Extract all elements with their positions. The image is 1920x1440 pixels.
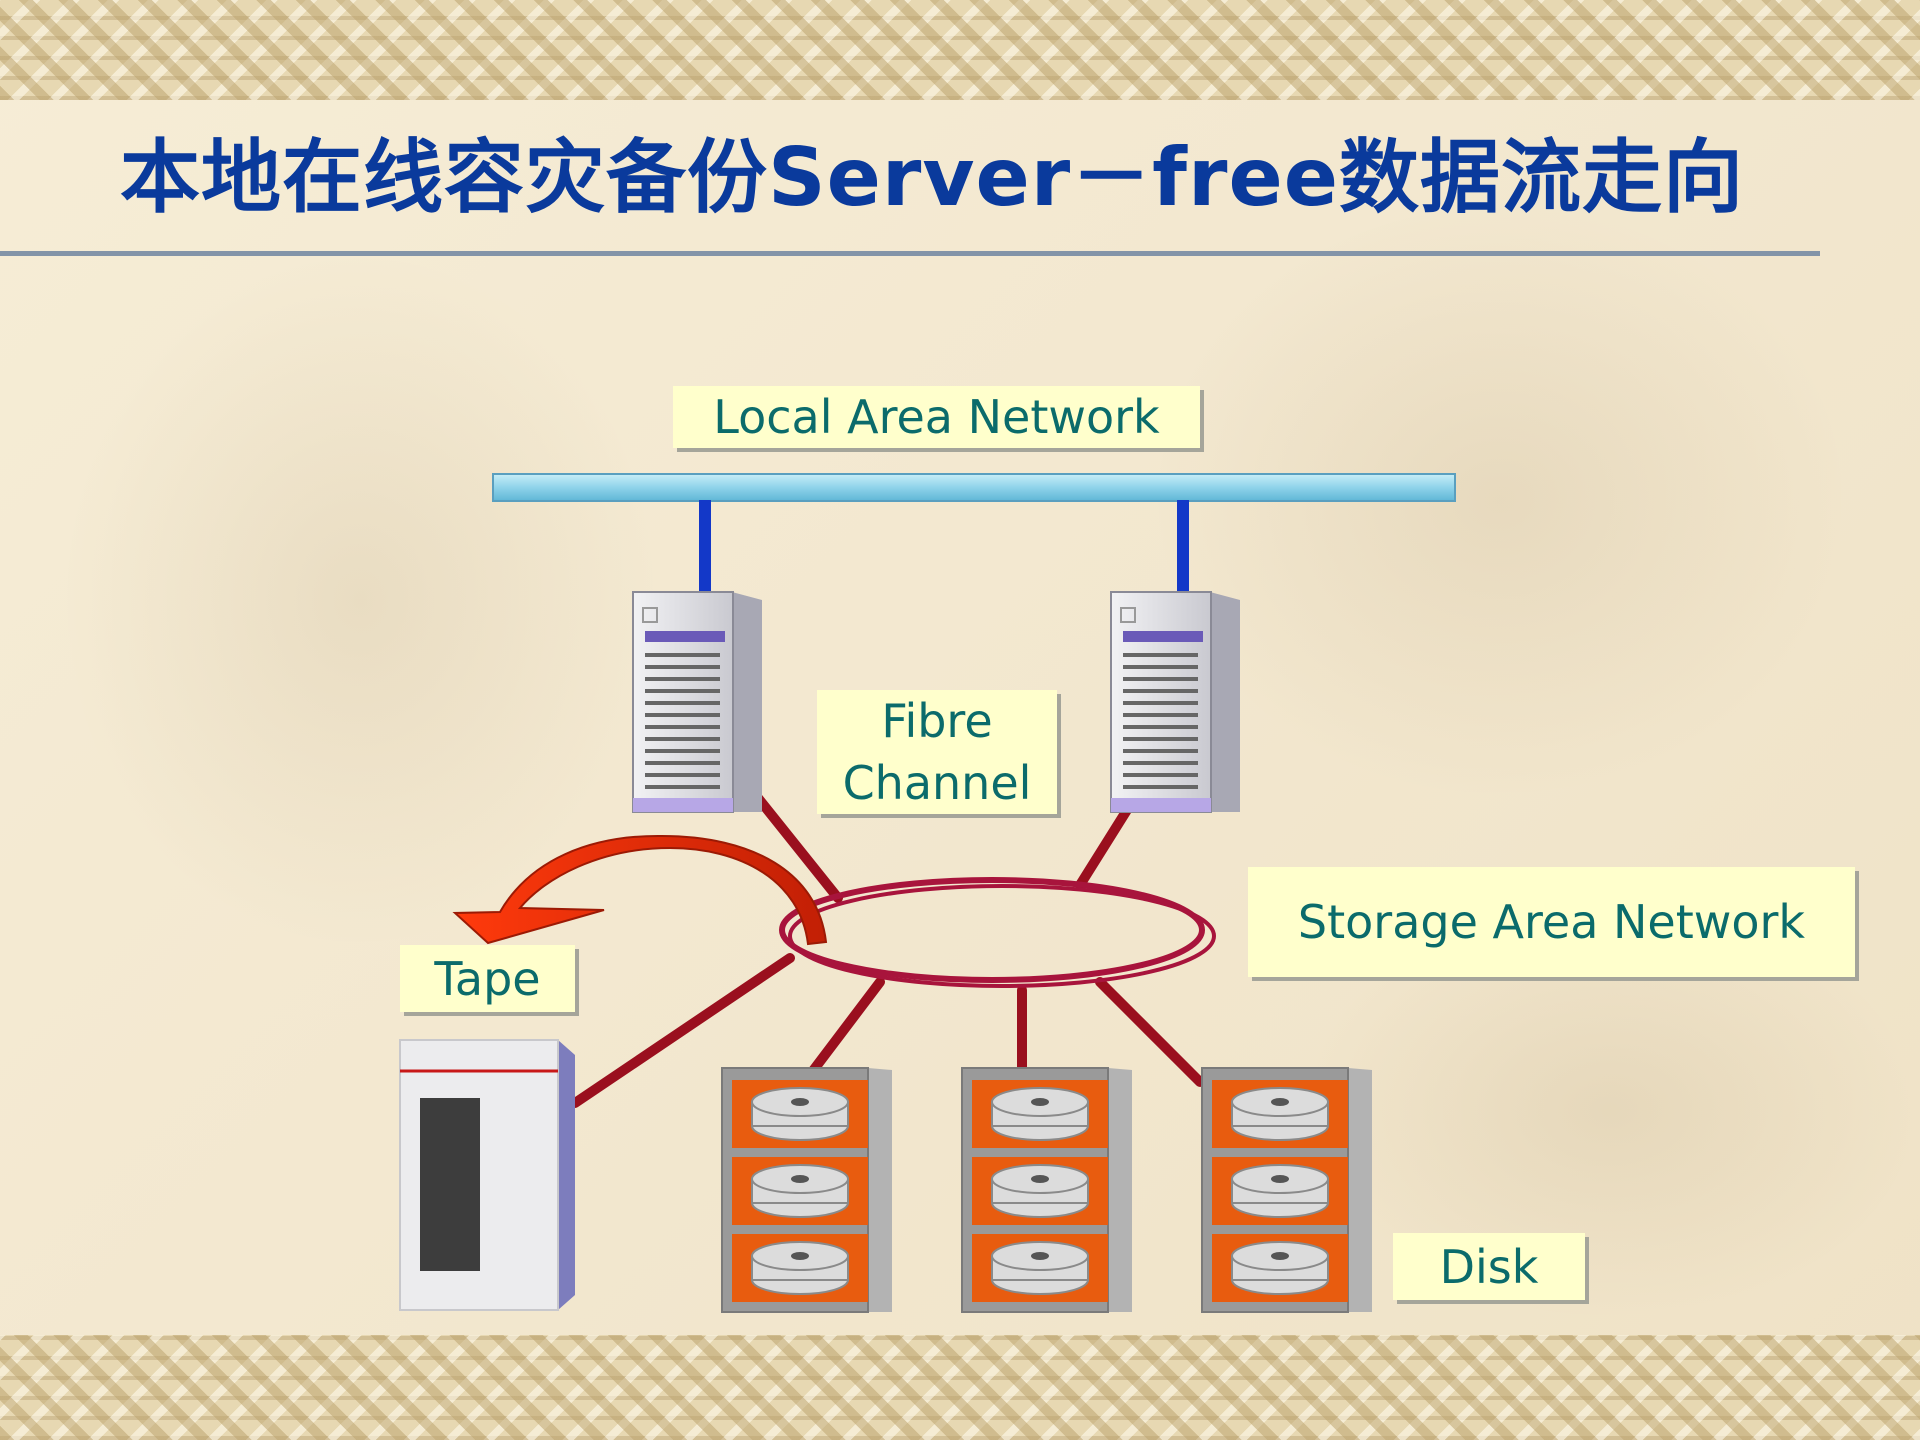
lan-bus <box>492 473 1456 502</box>
san-ring <box>779 877 1216 988</box>
background-calligraphy-watermark <box>60 250 660 950</box>
fibre-channel-label-line2: Channel <box>842 756 1032 810</box>
decorative-border-top <box>0 0 1920 100</box>
san-label: Storage Area Network <box>1248 867 1855 977</box>
fc-link-disk-3 <box>1095 977 1205 1087</box>
title-underline <box>0 251 1820 256</box>
disk-label: Disk <box>1393 1233 1585 1300</box>
fc-link-disk-1 <box>807 977 885 1077</box>
decorative-border-bottom <box>0 1335 1920 1440</box>
disk-array-2 <box>961 1067 1132 1313</box>
disk-array-3 <box>1201 1067 1372 1313</box>
lan-label: Local Area Network <box>673 386 1200 448</box>
disk-array-1 <box>721 1067 892 1313</box>
server-left <box>632 591 762 813</box>
server-right <box>1110 591 1240 813</box>
fc-link-server-left <box>745 783 843 903</box>
fibre-channel-label: Fibre Channel <box>817 690 1057 814</box>
slide-title: 本地在线容灾备份Server－free数据流走向 <box>120 131 1744 224</box>
fibre-channel-links <box>570 783 1205 1108</box>
fc-link-server-right <box>1075 805 1132 890</box>
data-flow-arrow <box>452 834 828 946</box>
fibre-channel-label-line1: Fibre <box>881 694 993 748</box>
tape-library <box>399 1039 575 1311</box>
fc-link-tape <box>570 953 795 1108</box>
tape-label: Tape <box>400 945 575 1012</box>
